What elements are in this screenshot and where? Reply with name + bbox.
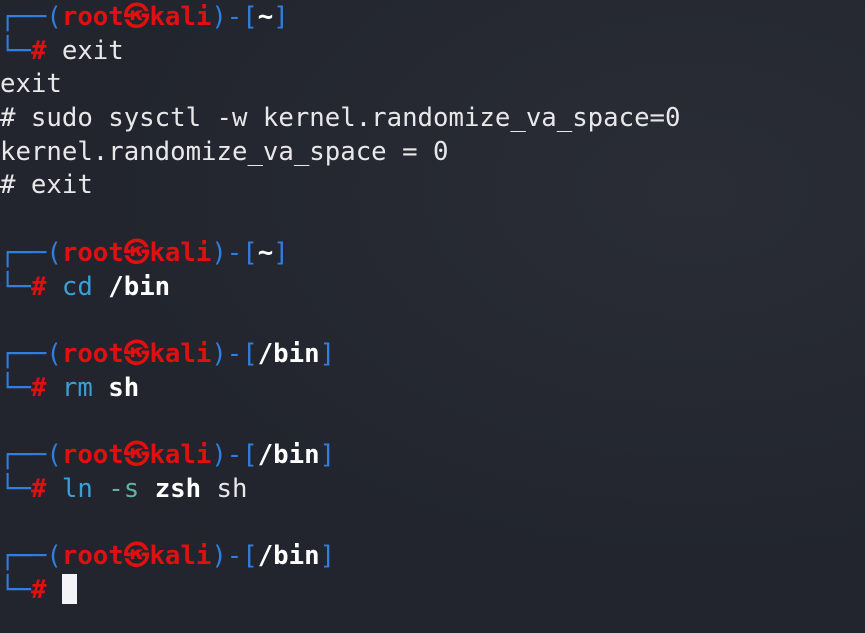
prompt-line: ┌──(root㉿kali)-[/bin] [0,338,336,369]
command-line: └─# ln -s zsh sh [0,473,248,504]
terminal[interactable]: ┌──(root㉿kali)-[~] └─# exit exit # sudo … [0,1,680,607]
prompt-line: ┌──(root㉿kali)-[/bin] [0,439,336,470]
output-line: # exit [0,170,93,201]
blank-line [0,405,680,439]
output-line: kernel.randomize_va_space = 0 [0,136,449,167]
kali-at-icon: ㉿ [123,439,150,470]
kali-at-icon: ㉿ [123,541,150,571]
output-line: exit [0,69,62,100]
command-line: └─# exit [0,35,124,66]
output-line: # sudo sysctl -w kernel.randomize_va_spa… [0,103,681,134]
blank-line [0,203,680,237]
kali-at-icon: ㉿ [123,338,150,369]
blank-line [0,506,680,540]
prompt-line: ┌──(root㉿kali)-[~] [0,237,289,268]
command-line: └─# cd /bin [0,271,171,302]
kali-at-icon: ㉿ [123,2,150,32]
blank-line [0,304,680,338]
kali-at-icon: ㉿ [123,237,150,268]
command-line-active[interactable]: └─# [0,573,680,608]
command-line: └─# rm sh [0,372,140,403]
prompt-line: ┌──(root㉿kali)-[/bin] [0,541,336,571]
prompt-line: ┌──(root㉿kali)-[~] [0,2,289,32]
text-cursor [61,573,77,604]
